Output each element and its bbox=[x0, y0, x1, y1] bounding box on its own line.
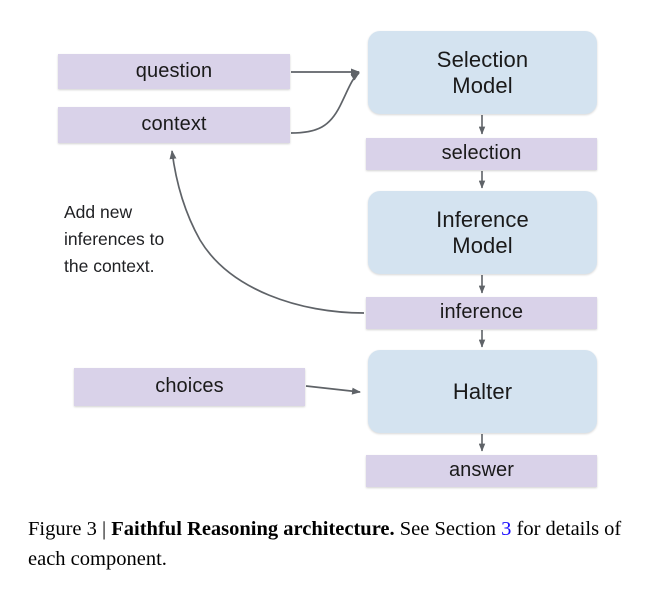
caption-figure-number: Figure 3 | bbox=[28, 518, 112, 540]
node-choices[interactable]: choices bbox=[74, 368, 305, 406]
node-context[interactable]: context bbox=[58, 107, 290, 143]
node-halter[interactable]: Halter bbox=[368, 350, 597, 433]
caption-section-link[interactable]: 3 bbox=[501, 518, 512, 540]
caption-title: Faithful Reasoning architecture. bbox=[111, 518, 395, 540]
node-inference-model[interactable]: Inference Model bbox=[368, 191, 597, 274]
node-answer[interactable]: answer bbox=[366, 455, 597, 487]
node-inference[interactable]: inference bbox=[366, 297, 597, 329]
edge-choices-to-halter bbox=[305, 385, 361, 395]
caption-text-a: See Section bbox=[394, 518, 502, 540]
edge-context-to-selection-model bbox=[290, 72, 360, 134]
node-question[interactable]: question bbox=[58, 54, 290, 89]
figure-caption: Figure 3 | Faithful Reasoning architectu… bbox=[28, 514, 628, 574]
node-selection[interactable]: selection bbox=[366, 138, 597, 170]
node-selection-model[interactable]: Selection Model bbox=[368, 31, 597, 114]
feedback-annotation-label: Add new inferences to the context. bbox=[64, 202, 165, 276]
caption-text-b: for details of each component. bbox=[28, 518, 622, 570]
architecture-diagram: question context Selection Model selecti… bbox=[58, 31, 597, 487]
